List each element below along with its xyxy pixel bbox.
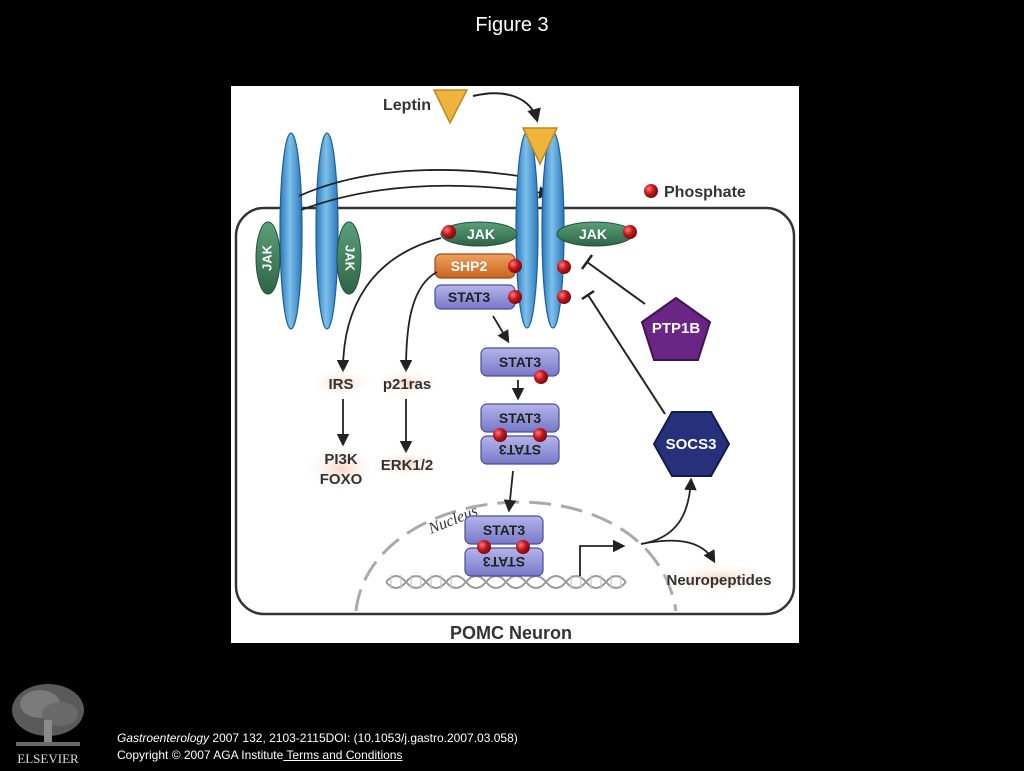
stat3-label: STAT3 [483,522,525,538]
citation-details: 2007 132, 2103-2115DOI: (10.1053/j.gastr… [209,731,518,745]
stat3-label: STAT3 [499,354,541,370]
copyright-text: Copyright © 2007 AGA Institute [117,748,284,762]
irs-glow [307,368,375,398]
foxo-label: FOXO [320,471,363,488]
copyright-line: Copyright © 2007 AGA Institute Terms and… [117,748,402,762]
stat3-label: STAT3 [448,289,490,305]
leptin-signaling-diagram: Leptin JAK JAK Phosphate JAK JAK SHP2 [234,89,796,643]
stat3-dimer-nucleus: STAT3 STAT3 [464,515,544,577]
transcription-start-arrow [579,539,626,576]
jak-to-irs-arrow [336,237,442,373]
ptp1b-inhibition-bar [580,254,594,270]
phosphate-dot [534,370,548,384]
shp2-box: SHP2 [434,253,516,279]
to-neuropeptides-arrow [640,539,716,564]
ptp1b-label: PTP1B [652,320,701,337]
pi3k-foxo-glow [303,445,379,493]
erk-label: ERK1/2 [381,457,434,474]
figure-panel: Leptin JAK JAK Phosphate JAK JAK SHP2 [231,86,799,643]
phosphate-legend-icon [644,184,658,198]
phosphate-dot [508,290,522,304]
terms-and-conditions-link[interactable]: Terms and Conditions [283,748,403,762]
cell-membrane [234,206,796,616]
jak-left-2: JAK [336,221,362,295]
stat3-label-inverted: STAT3 [483,554,525,570]
shp2-label: SHP2 [451,258,488,274]
phosphate-dot [623,225,637,239]
irs-label: IRS [328,376,353,393]
journal-name: Gastroenterology [117,731,210,745]
shp2-to-p21ras-arrow [399,271,438,373]
jak-label: JAK [343,245,358,272]
ptp1b-pentagon: PTP1B [640,296,712,361]
leptin-ligand [432,89,469,125]
cell-caption: POMC Neuron [450,623,572,643]
jak-active-right: JAK [556,221,634,247]
jak-label: JAK [467,226,495,242]
phosphate-dot [493,428,507,442]
ptp1b-inhibition-line [586,261,646,305]
activation-arrow-1 [298,169,534,197]
elsevier-logo: ELSEVIER [8,680,88,766]
to-socs3-arrow [640,477,697,545]
dna-strand [385,575,627,589]
socs3-inhibition-bar [581,289,595,301]
bound-leptin [521,127,559,166]
jak-label: JAK [579,226,607,242]
phosphate-dot [508,259,522,273]
stat3-phosphorylated: STAT3 [480,347,560,377]
leptin-binding-arrow [472,92,541,123]
stat3-translocation-arrow [503,470,517,513]
stat3-label: STAT3 [499,410,541,426]
phosphate-dot [442,225,456,239]
socs3-inhibition-line [587,294,666,415]
stat3-release-arrow [492,315,510,344]
phosphate-dot [477,540,491,554]
neuropeptides-glow [657,562,781,596]
stat3-dimer-cytoplasm: STAT3 STAT3 [480,403,560,465]
phosphate-dot [533,428,547,442]
active-leptin-receptor [515,131,565,329]
p21ras-glow [371,368,443,398]
phosphate-legend-label: Phosphate [664,184,746,201]
erk-glow [371,449,443,479]
neuropeptides-label: Neuropeptides [666,572,771,589]
jak-active-left: JAK [440,221,518,247]
phosphate-dot [516,540,530,554]
citation-line: Gastroenterology 2007 132, 2103-2115DOI:… [117,731,518,745]
stat3-docked: STAT3 [434,284,516,310]
pi3k-label: PI3K [324,451,358,468]
p21ras-label: p21ras [383,376,431,393]
leptin-label: Leptin [383,97,431,114]
stat3-label-inverted: STAT3 [499,442,541,458]
jak-label: JAK [259,244,274,271]
inactive-leptin-receptor [279,132,339,330]
phosphate-dot [557,260,571,274]
jak-left-1: JAK [255,221,281,295]
socs3-hexagon: SOCS3 [652,411,731,477]
elsevier-wordmark: ELSEVIER [17,751,79,766]
phosphate-dot [557,290,571,304]
slide-title: Figure 3 [475,14,549,36]
socs3-label: SOCS3 [666,436,717,453]
